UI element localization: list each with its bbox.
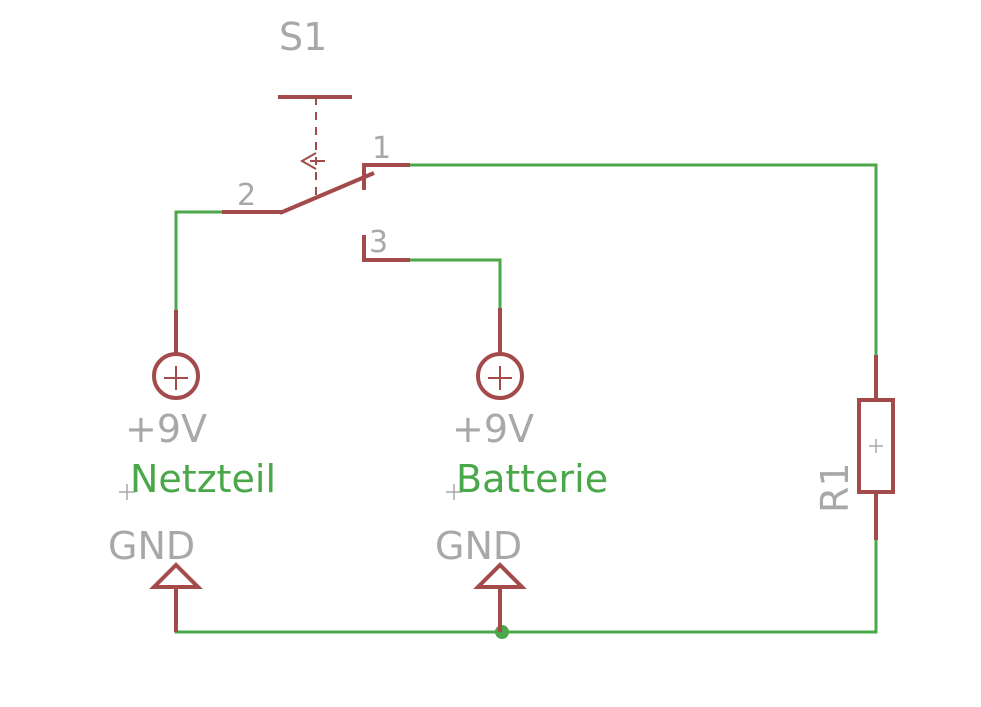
supply-middle-circle [476,352,524,400]
switch-lever [279,171,375,215]
switch-s1[interactable] [222,95,410,262]
supply-middle-value-label: +9V [452,407,534,451]
ground-left-triangle-icon [149,562,203,589]
resistor-r1[interactable] [857,355,895,540]
net-label-batterie: Batterie [456,457,608,501]
net-label-netzteil: Netzteil [130,457,276,501]
supply-left-value-label: +9V [125,407,207,451]
switch-contact-3 [362,235,410,262]
switch-pin2-label: 2 [237,178,256,213]
wire-resistor-to-ground-bus[interactable] [498,538,878,634]
switch-pin3-label: 3 [369,225,388,260]
supply-middle[interactable] [476,308,524,400]
ground-middle-triangle-icon [473,562,527,589]
supply-left[interactable] [152,310,200,400]
switch-actuator-arrow-icon [299,152,317,170]
wires [174,163,878,639]
ground-middle-label: GND [435,524,522,568]
label-origins [119,484,462,500]
ground-middle[interactable] [473,562,527,632]
wire-switch-pin3-to-batterie[interactable] [383,258,502,312]
switch-pin1-label: 1 [372,131,391,166]
supply-left-circle [152,352,200,400]
wire-switch-pin2-to-netzteil[interactable] [174,210,264,314]
ground-left[interactable] [149,562,203,632]
switch-contact-1 [362,163,410,190]
switch-name-label: S1 [279,15,327,59]
ground-left-label: GND [108,524,195,568]
wire-switch-pin1-to-resistor[interactable] [383,163,878,357]
resistor-name-label: R1 [813,462,857,513]
